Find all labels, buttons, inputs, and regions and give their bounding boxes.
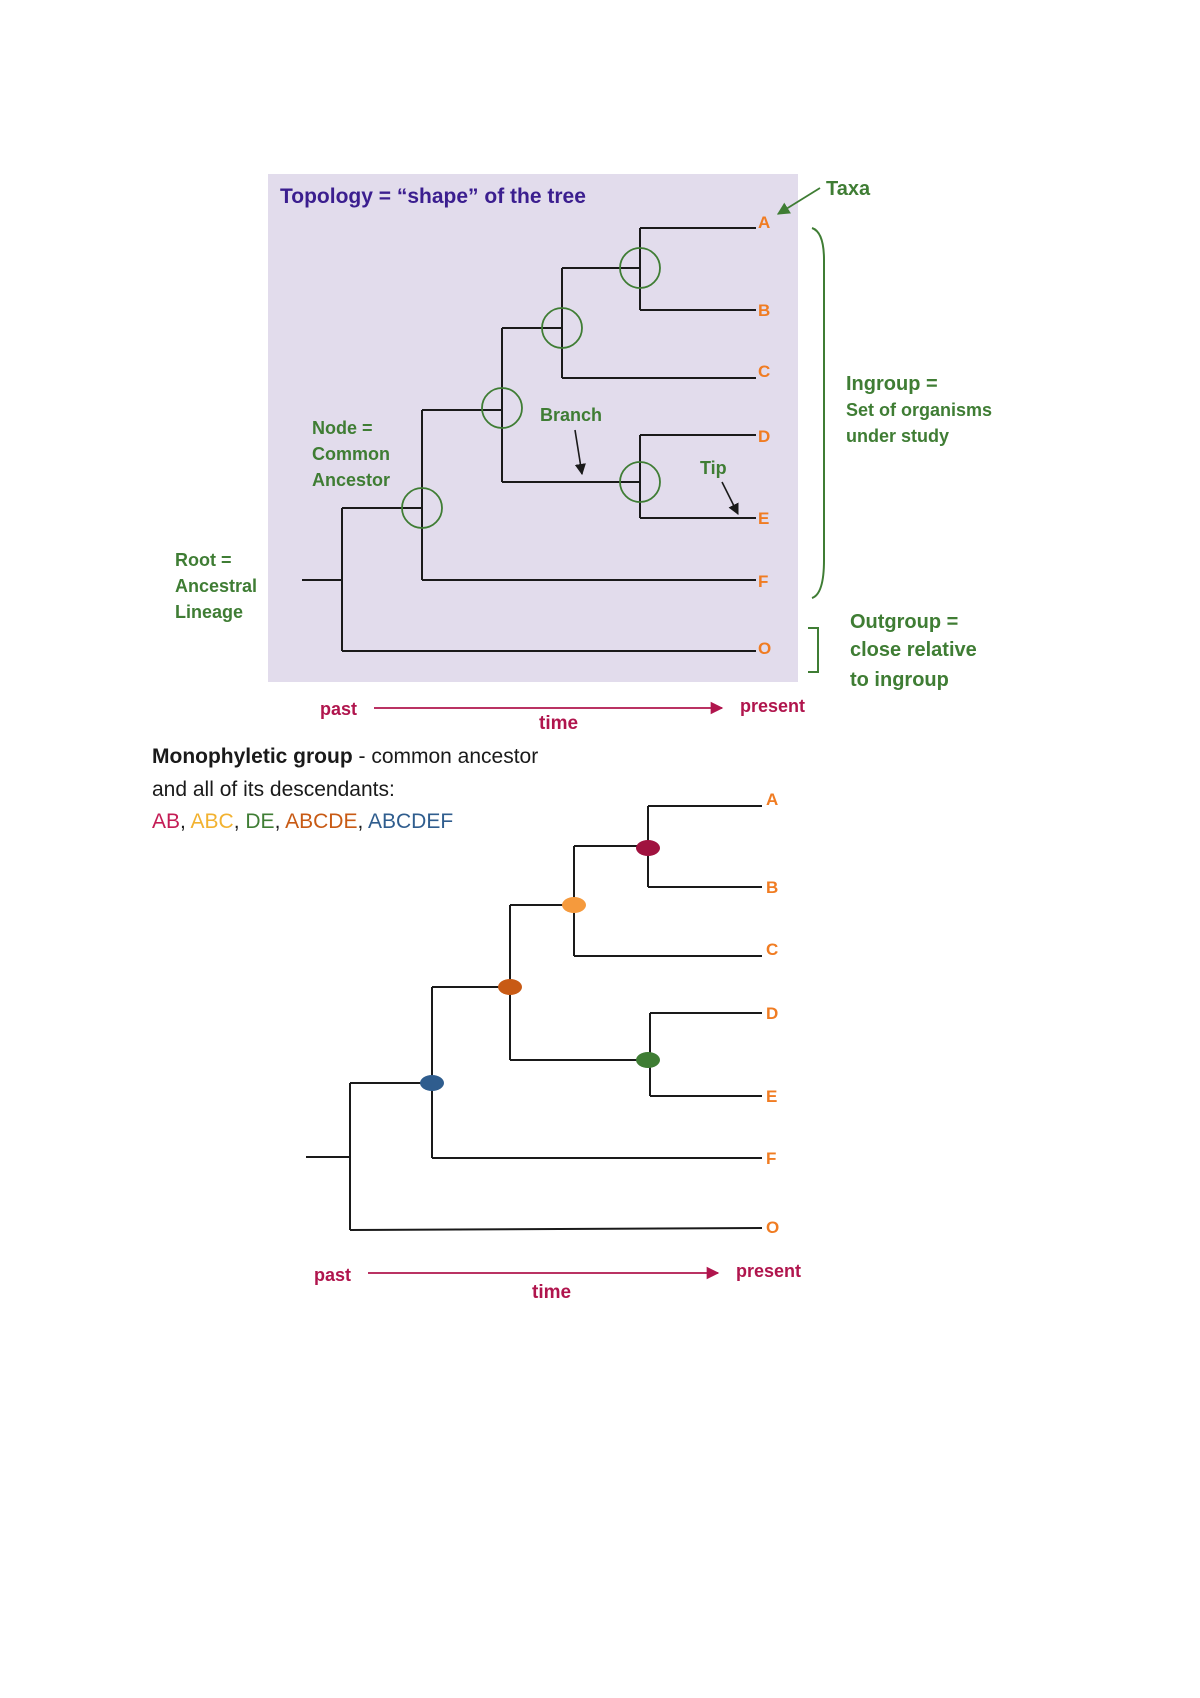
svg-text:close relative: close relative — [850, 639, 977, 661]
bottom-taxa-labels: A B C D E F O — [766, 790, 779, 1237]
node-circle-ab — [619, 247, 661, 289]
bottom-time-label: time — [532, 1282, 571, 1303]
taxon-label: B — [758, 301, 770, 320]
bottom-tree — [306, 805, 763, 1231]
ingroup-brace — [811, 227, 825, 599]
mono-group-item: ABCDEF — [368, 810, 453, 833]
svg-text:Outgroup =: Outgroup = — [850, 611, 958, 633]
top-taxa-labels: A B C D E F O — [758, 213, 771, 658]
taxa-label: Taxa — [826, 178, 871, 200]
top-tree — [302, 227, 756, 652]
svg-text:Ingroup =: Ingroup = — [846, 373, 938, 395]
branch-label: Branch — [540, 405, 602, 425]
top-node-circles — [401, 247, 661, 529]
branch-arrow — [574, 429, 586, 476]
taxon-label: A — [758, 213, 770, 232]
tip-label: Tip — [700, 458, 727, 478]
node-label: Node = Common Ancestor — [312, 418, 390, 490]
taxon-label: D — [766, 1004, 778, 1023]
ingroup-label: Ingroup = Set of organisms under study — [846, 373, 992, 446]
mono-heading: Monophyletic group - common ancestor — [152, 745, 538, 768]
taxon-label: F — [758, 572, 768, 591]
svg-text:Set of organisms: Set of organisms — [846, 400, 992, 420]
mono-group-item: , — [180, 810, 191, 833]
taxon-label: E — [766, 1087, 777, 1106]
mono-group-item: , — [357, 810, 368, 833]
taxon-label: O — [758, 639, 771, 658]
bottom-present-label: present — [736, 1261, 801, 1281]
taxon-label: O — [766, 1218, 779, 1237]
svg-text:Lineage: Lineage — [175, 602, 243, 622]
taxon-label: C — [766, 940, 778, 959]
tip-arrow — [721, 481, 739, 516]
taxon-label: F — [766, 1149, 776, 1168]
mono-group-item: , — [275, 810, 286, 833]
svg-text:Ancestor: Ancestor — [312, 470, 390, 490]
taxon-label: B — [766, 878, 778, 897]
mono-groups: AB, ABC, DE, ABCDE, ABCDEF — [152, 810, 453, 833]
svg-text:Common: Common — [312, 444, 390, 464]
mono-group-item: , — [234, 810, 246, 833]
taxon-label: E — [758, 509, 769, 528]
node-dot-de — [636, 1052, 660, 1068]
outgroup-label: Outgroup = close relative to ingroup — [850, 611, 977, 691]
top-present-label: present — [740, 696, 805, 716]
mono-group-item: ABC — [191, 810, 234, 833]
topology-panel — [268, 174, 798, 682]
bottom-node-dots — [420, 840, 660, 1091]
node-dot-abc — [562, 897, 586, 913]
node-dot-abcde — [498, 979, 522, 995]
node-dot-ab — [636, 840, 660, 856]
taxa-arrow — [776, 187, 821, 215]
top-time-label: time — [539, 713, 578, 734]
svg-text:to ingroup: to ingroup — [850, 669, 949, 691]
node-circle-abcde — [481, 387, 523, 429]
outgroup-bracket — [808, 627, 819, 673]
node-circle-abcdef — [401, 487, 443, 529]
node-dot-abcdef — [420, 1075, 444, 1091]
svg-text:Root =: Root = — [175, 550, 232, 570]
node-circle-de — [619, 461, 661, 503]
svg-text:Ancestral: Ancestral — [175, 576, 257, 596]
mono-group-item: AB — [152, 810, 180, 833]
svg-text:under study: under study — [846, 426, 949, 446]
taxon-label: C — [758, 362, 770, 381]
taxon-label: A — [766, 790, 778, 809]
mono-group-item: ABCDE — [285, 810, 357, 833]
top-past-label: past — [320, 699, 357, 719]
svg-text:Node =: Node = — [312, 418, 373, 438]
node-circle-abc — [541, 307, 583, 349]
mono-group-item: DE — [245, 810, 274, 833]
topology-title: Topology = “shape” of the tree — [280, 185, 586, 208]
bottom-past-label: past — [314, 1265, 351, 1285]
taxon-label: D — [758, 427, 770, 446]
mono-line2: and all of its descendants: — [152, 778, 395, 801]
root-label: Root = Ancestral Lineage — [175, 550, 257, 622]
